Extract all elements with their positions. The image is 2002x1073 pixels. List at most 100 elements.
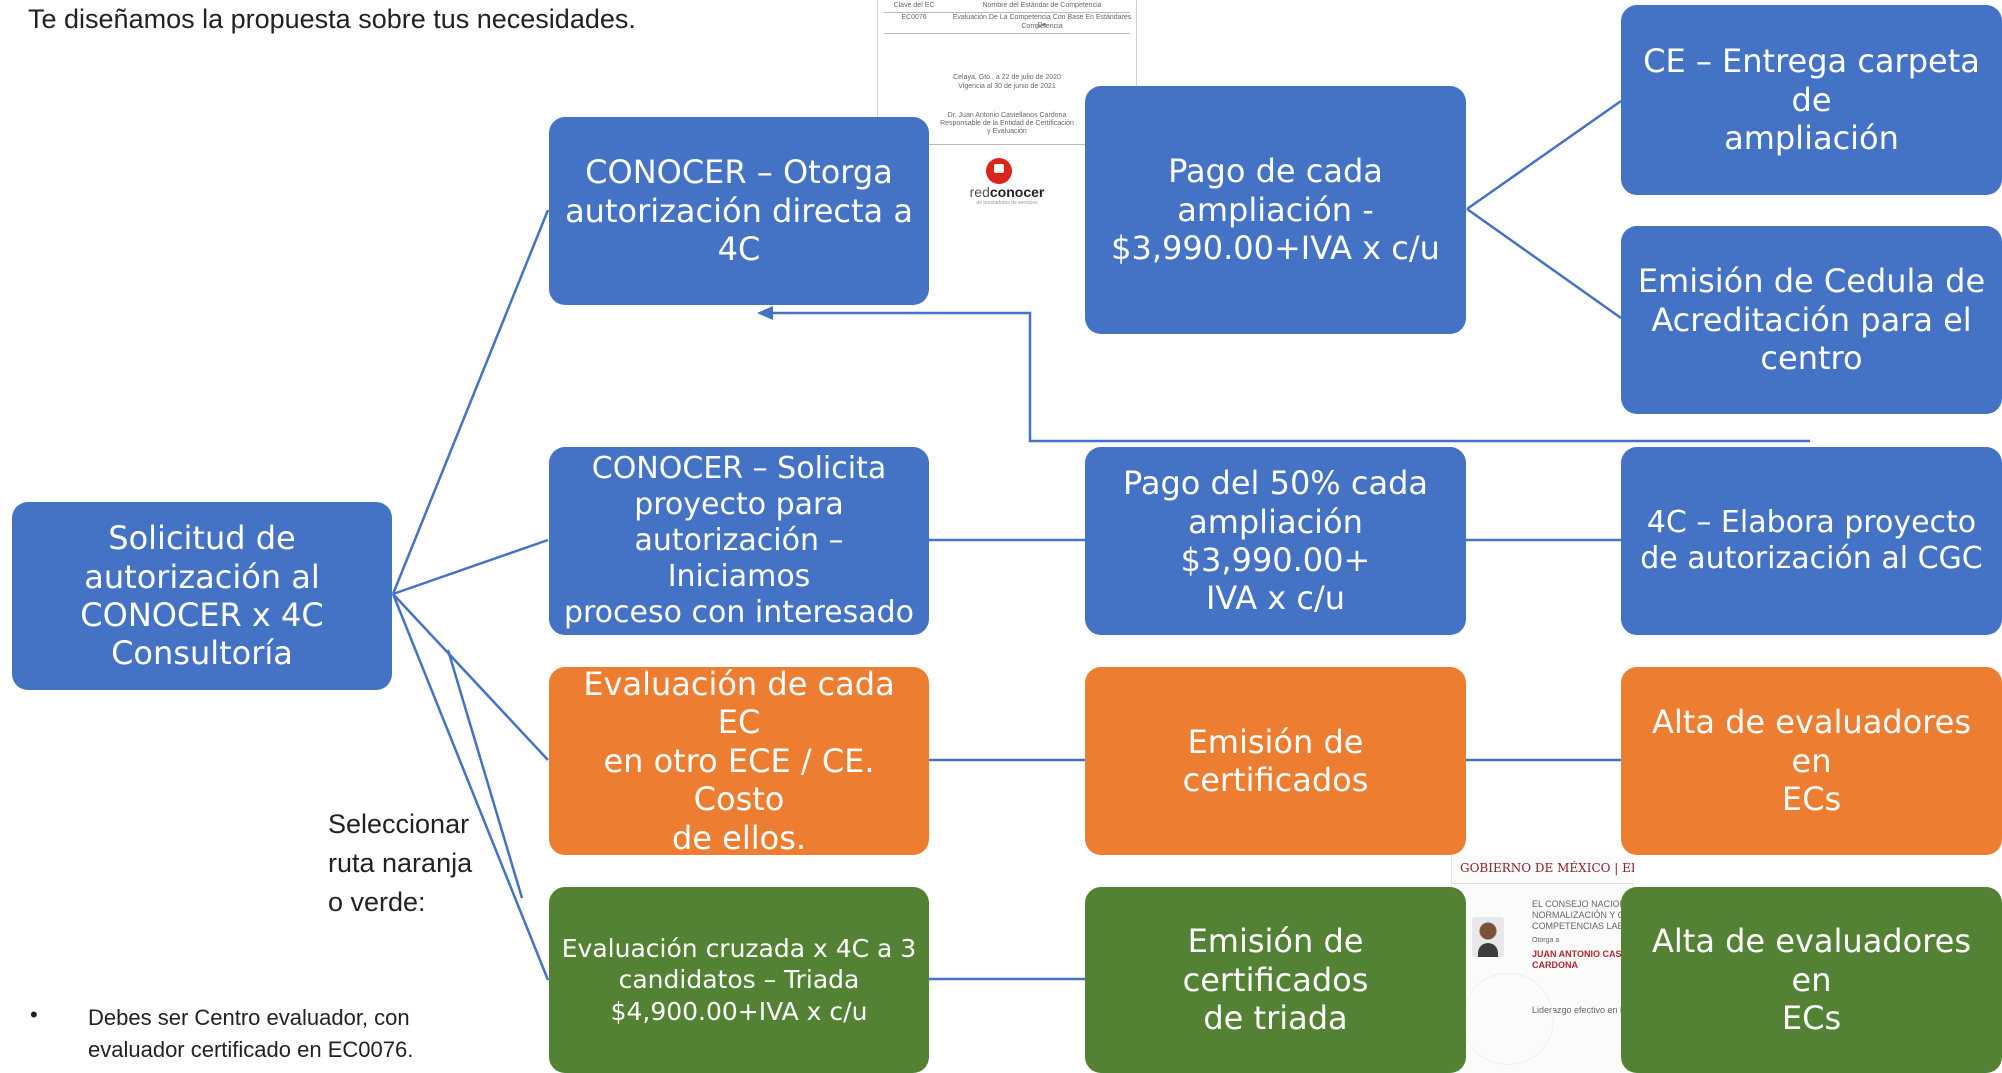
cert-name-1: JUAN ANTONIO CAS bbox=[1532, 949, 1622, 959]
c1r2-line-2: proyecto para bbox=[634, 487, 844, 522]
c2r1-line-1: Pago de cada bbox=[1168, 152, 1383, 191]
c3r4-line-2: ECs bbox=[1781, 780, 1842, 819]
box-pago-ampliacion: Pago de cada ampliación - $3,990.00+IVA … bbox=[1085, 86, 1466, 334]
c1r1-line-3: 4C bbox=[717, 230, 761, 269]
doc-role-1: Responsable de la Entidad de Certificaci… bbox=[940, 120, 1074, 127]
root-request-box: Solicitud de autorización al CONOCER x 4… bbox=[12, 502, 392, 690]
c1r4-line-2: candidatos – Triada bbox=[618, 965, 860, 995]
box-emision-certificados: Emisión de certificados bbox=[1085, 667, 1466, 855]
c1r2-line-3: autorización – Iniciamos bbox=[634, 523, 844, 594]
root-line-4: Consultoría bbox=[111, 634, 293, 673]
box-emision-triada: Emisión de certificados de triada bbox=[1085, 887, 1466, 1073]
bullet-line-1: Debes ser Centro evaluador, con bbox=[88, 1005, 410, 1030]
cert-line-2: NORMALIZACIÓN Y CE bbox=[1532, 910, 1631, 920]
c1r2-line-1: CONOCER – Solicita bbox=[591, 451, 887, 486]
certificate-photo-image: GOBIERNO DE MÉXICO | EDUCACIÓN | conocer… bbox=[1451, 855, 1634, 1073]
connector-root-to-c1-4 bbox=[391, 593, 550, 981]
connector-root-to-c1-2 bbox=[392, 538, 549, 596]
cert-header-logos: GOBIERNO DE MÉXICO | EDUCACIÓN | conocer bbox=[1460, 861, 1634, 875]
box-conocer-solicita: CONOCER – Solicita proyecto para autoriz… bbox=[549, 447, 929, 635]
c3r1-line-2: ampliación bbox=[1724, 119, 1899, 158]
doc-cell-key: EC0076 bbox=[901, 14, 927, 21]
person-photo-icon bbox=[1472, 917, 1504, 957]
c3r3-line-1: 4C – Elabora proyecto bbox=[1646, 505, 1977, 540]
logo-subtitle: de prestadores de servicios bbox=[976, 200, 1038, 206]
c1r1-line-1: CONOCER – Otorga bbox=[585, 153, 893, 192]
box-conocer-otorga: CONOCER – Otorga autorización directa a … bbox=[549, 117, 929, 305]
doc-validity: Vigencia al 30 de junio de 2021 bbox=[958, 83, 1056, 90]
logo-conocer-word: conocer bbox=[989, 184, 1045, 200]
box-evaluacion-cruzada: Evaluación cruzada x 4C a 3 candidatos –… bbox=[549, 887, 929, 1073]
cert-name-2: CARDONA bbox=[1532, 960, 1578, 970]
box-alta-evaluadores-orange: Alta de evaluadores en ECs bbox=[1621, 667, 2002, 855]
route-note: Seleccionar ruta naranja o verde: bbox=[328, 805, 472, 922]
box-emision-cedula: Emisión de Cedula de Acreditación para e… bbox=[1621, 226, 2002, 414]
c2r2-line-2: ampliación $3,990.00+ bbox=[1180, 502, 1371, 579]
c3r1-line-1: CE – Entrega carpeta de bbox=[1643, 42, 1980, 119]
route-note-line-2: ruta naranja bbox=[328, 848, 473, 879]
root-line-1: Solicitud de bbox=[108, 519, 296, 558]
c3r2-line-1: Emisión de Cedula de bbox=[1637, 262, 1986, 301]
c1r3-line-3: de ellos. bbox=[671, 818, 807, 857]
c1r4-line-3: $4,900.00+IVA x c/u bbox=[610, 996, 868, 1026]
c3r2-line-3: centro bbox=[1760, 339, 1863, 378]
c1r4-line-1: Evaluación cruzada x 4C a 3 bbox=[561, 934, 917, 964]
box-ce-entrega: CE – Entrega carpeta de ampliación bbox=[1621, 5, 2002, 195]
doc-cell-name: Evaluación De La Competencia Con Base En… bbox=[952, 14, 1132, 30]
c3r2-line-2: Acreditación para el bbox=[1651, 300, 1972, 339]
root-line-3: CONOCER x 4C bbox=[80, 596, 324, 634]
doc-signer: Dr. Juan Antonio Castellanos Cardona bbox=[947, 112, 1067, 119]
doc-table-rule bbox=[884, 12, 1130, 13]
doc-signature-rule bbox=[884, 144, 1130, 145]
page-subtitle: Te diseñamos la propuesta sobre tus nece… bbox=[28, 4, 636, 34]
c2r2-line-1: Pago del 50% cada bbox=[1122, 464, 1428, 503]
box-alta-evaluadores-green: Alta de evaluadores en ECs bbox=[1621, 887, 2002, 1073]
connector-root-to-c1-3 bbox=[392, 593, 549, 761]
box-pago-50: Pago del 50% cada ampliación $3,990.00+ … bbox=[1085, 447, 1466, 635]
doc-role-2: y Evaluación bbox=[987, 128, 1027, 135]
red-conocer-logo-icon bbox=[986, 158, 1012, 184]
c1r1-line-2: autorización directa a bbox=[565, 191, 913, 230]
route-note-line-3: o verde: bbox=[328, 887, 426, 918]
doc-col-key-header: Clave del EC bbox=[893, 2, 935, 9]
c2r3-line-1: Emisión de certificados bbox=[1182, 722, 1369, 799]
cert-detail: Liderazgo efectivo en las orga bbox=[1532, 1005, 1634, 1015]
doc-table-rule-2 bbox=[884, 33, 1130, 34]
c3r4-line-1: Alta de evaluadores en bbox=[1652, 703, 1971, 780]
cert-line-1: EL CONSEJO NACIONA bbox=[1532, 899, 1633, 909]
c3r3-line-2: de autorización al CGC bbox=[1640, 541, 1983, 576]
connector-root-to-c1-1 bbox=[391, 209, 550, 595]
logo-red-word: red bbox=[969, 184, 990, 200]
c1r2-line-4: proceso con interesado bbox=[563, 595, 915, 630]
c2r4-line-2: de triada bbox=[1203, 999, 1348, 1038]
requirement-bullet-text: Debes ser Centro evaluador, con evaluado… bbox=[88, 1002, 413, 1066]
doc-col-name-header: Nombre del Estándar de Competencia bbox=[982, 2, 1102, 9]
cert-seal-watermark bbox=[1462, 973, 1554, 1065]
feedback-arrow-head bbox=[757, 306, 773, 320]
box-4c-elabora: 4C – Elabora proyecto de autorización al… bbox=[1621, 447, 2002, 635]
connector-note bbox=[446, 649, 524, 899]
c1r3-line-1: Evaluación de cada EC bbox=[583, 665, 895, 742]
box-evaluacion-ec: Evaluación de cada EC en otro ECE / CE. … bbox=[549, 665, 929, 857]
connector-c2-fork-down bbox=[1466, 207, 1622, 320]
route-note-line-1: Seleccionar bbox=[328, 809, 470, 839]
c2r4-line-1: Emisión de certificados bbox=[1182, 922, 1369, 999]
red-conocer-logo-text: redconocer bbox=[878, 184, 1136, 200]
bullet-line-2: evaluador certificado en EC0076. bbox=[88, 1036, 414, 1062]
bullet-icon: • bbox=[30, 1002, 38, 1027]
root-line-2: autorización al bbox=[84, 557, 320, 596]
cert-header-divider bbox=[1452, 883, 1634, 884]
cert-grant: Otorga a bbox=[1532, 937, 1560, 944]
cert-line-3: COMPETENCIAS LABO bbox=[1532, 921, 1631, 931]
c1r3-line-2: en otro ECE / CE. Costo bbox=[603, 741, 875, 819]
doc-place-date: Celaya, Gto., a 22 de julio de 2020 bbox=[953, 74, 1061, 81]
doc-cell-name-cont: Competencia bbox=[1021, 23, 1063, 30]
connector-c2-fork-up bbox=[1466, 99, 1622, 211]
c2r1-line-3: $3,990.00+IVA x c/u bbox=[1111, 229, 1440, 268]
c2r2-line-3: IVA x c/u bbox=[1205, 579, 1346, 618]
c3r5-line-2: ECs bbox=[1781, 999, 1842, 1038]
feedback-arrow-line bbox=[770, 311, 1810, 443]
c3r5-line-1: Alta de evaluadores en bbox=[1652, 922, 1971, 999]
c2r1-line-2: ampliación - bbox=[1177, 190, 1374, 229]
